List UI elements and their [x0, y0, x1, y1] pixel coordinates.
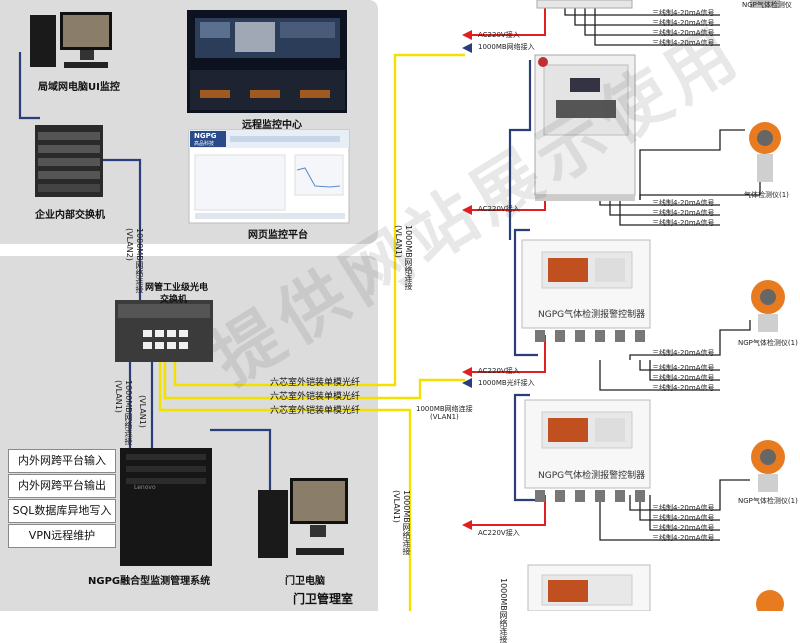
signal-label-15: 三线制4-20mA信号 [652, 534, 715, 542]
ethernet-link-ctrl3 [513, 393, 538, 502]
remote-center-image [187, 10, 347, 113]
signal-label-5: 三线制4-20mA信号 [652, 199, 715, 207]
detector-label-1: NGP气体检测仪 [742, 1, 792, 9]
fiber-label-2: 六芯室外铠装单模光纤 [270, 392, 361, 402]
web-platform-label: 网页监控平台 [248, 230, 308, 241]
mid-net-label-2: (VLAN1) [430, 413, 459, 421]
lan-monitor-label: 局域网电脑UI监控 [38, 82, 120, 93]
ac-label-4: AC220V接入 [478, 529, 520, 537]
industrial-switch-label-line1: 网管工业级光电 [145, 283, 209, 293]
ethernet-links [18, 52, 538, 502]
detector-1 [750, 0, 780, 8]
signal-label-14: 三线制4-20mA信号 [652, 524, 715, 532]
web-platform-image [188, 129, 350, 224]
signal-label-4: 三线制4-20mA信号 [652, 39, 715, 47]
server-tower [120, 448, 212, 566]
detector-label-4: NGP气体检测仪(1) [738, 497, 798, 505]
detector-5 [756, 590, 784, 611]
ac-label-1: AC220V接入 [478, 31, 520, 39]
guard-pc-label: 门卫电脑 [285, 576, 325, 587]
fiber-link-2 [163, 360, 465, 400]
feature-item-3: SQL数据库异地写入 [8, 499, 116, 523]
fiber-link-3 [158, 360, 412, 611]
signal-label-2: 三线制4-20mA信号 [652, 19, 715, 27]
ethernet-link-ctrl2 [513, 228, 538, 357]
web-brand-sub: 高品科技 [194, 141, 215, 147]
power-line-2 [470, 200, 546, 211]
mid-net-label-1: 1000MB网络连接 [416, 405, 473, 413]
ethernet-arrows [462, 43, 472, 388]
remote-center-label: 远程监控中心 [242, 120, 302, 131]
power-line-1 [470, 0, 546, 36]
signal-label-10: 三线制4-20mA信号 [652, 374, 715, 382]
signal-label-6: 三线制4-20mA信号 [652, 209, 715, 217]
alarm-cabinet [534, 0, 636, 201]
industrial-switch-label-line2: 交换机 [160, 295, 188, 305]
signal-label-8: 三线制4-20mA信号 [652, 349, 715, 357]
power-arrows [462, 30, 472, 530]
signal-label-9: 三线制4-20mA信号 [652, 364, 715, 372]
ethernet-link-industrial-guardpc [210, 428, 272, 490]
power-lines [470, 0, 546, 526]
signal-label-11: 三线制4-20mA信号 [652, 384, 715, 392]
vlan1-right-label: 1000MB网络连接(VLAN1) [394, 225, 413, 290]
signal-label-7: 三线制4-20mA信号 [652, 219, 715, 227]
fiber-in-label: 1000MB光纤接入 [478, 379, 535, 387]
gas-controller-1 [521, 239, 651, 342]
power-line-3 [470, 335, 546, 373]
signal-label-1: 三线制4-20mA信号 [652, 9, 715, 17]
feature-item-1: 内外网跨平台输入 [8, 449, 116, 473]
vlan1-right-label-3: 1000MB网络连接 [499, 578, 508, 643]
enterprise-switch-label: 企业内部交换机 [35, 210, 105, 221]
signal-label-3: 三线制4-20mA信号 [652, 29, 715, 37]
vlan1-label-a: 1000MB网络连接(VLAN1) [114, 380, 133, 445]
lan-monitor-pc [30, 12, 112, 68]
fiber-label-3: 六芯室外铠装单模光纤 [270, 406, 361, 416]
gas-controller-2 [524, 399, 651, 502]
detector-label-3: NGP气体检测仪(1) [738, 339, 798, 347]
controller-label-1: NGPG气体检测报警控制器 [538, 310, 646, 320]
industrial-switch-device [115, 300, 213, 362]
detector-label-2: 气体检测仪(1) [744, 191, 789, 199]
vlan1-right-label-2: 1000MB网络连接(VLAN1) [392, 490, 411, 555]
detector-3 [751, 280, 785, 332]
server-label: NGPG融合型监测管理系统 [88, 576, 211, 587]
detector-4 [751, 440, 785, 492]
detector-2 [749, 122, 781, 182]
diagram-canvas [0, 0, 785, 611]
ethernet-link-panel1-2 [508, 60, 532, 240]
feature-item-2: 内外网跨平台输出 [8, 474, 116, 498]
controller-label-2: NGPG气体检测报警控制器 [538, 471, 646, 481]
vlan2-label: 1000MB网络连接(VLAN2) [125, 228, 144, 293]
feature-item-4: VPN远程维护 [8, 524, 116, 548]
enterprise-switch-device [35, 125, 103, 197]
guard-room-label: 门卫管理室 [293, 592, 354, 606]
net-label-1: 1000MB网络接入 [478, 43, 535, 51]
vlan1-label-b: (VLAN1) [138, 395, 147, 428]
power-line-4 [470, 495, 546, 526]
fiber-links [158, 53, 465, 611]
web-brand: NGPG [194, 132, 217, 140]
fiber-label-1: 六芯室外铠装单模光纤 [270, 378, 361, 388]
signal-label-13: 三线制4-20mA信号 [652, 514, 715, 522]
gas-controller-3 [527, 564, 651, 611]
guard-pc-device [258, 478, 348, 558]
ethernet-link-switch-industrial [100, 158, 142, 300]
ac-label-3: AC220V接入 [478, 367, 520, 375]
ac-label-2: AC220V接入 [478, 205, 520, 213]
fiber-link-1 [173, 53, 465, 387]
signal-label-12: 三线制4-20mA信号 [652, 504, 715, 512]
server-brand: Lenovo [134, 484, 156, 491]
ethernet-link-lanpc-switch [18, 52, 40, 120]
